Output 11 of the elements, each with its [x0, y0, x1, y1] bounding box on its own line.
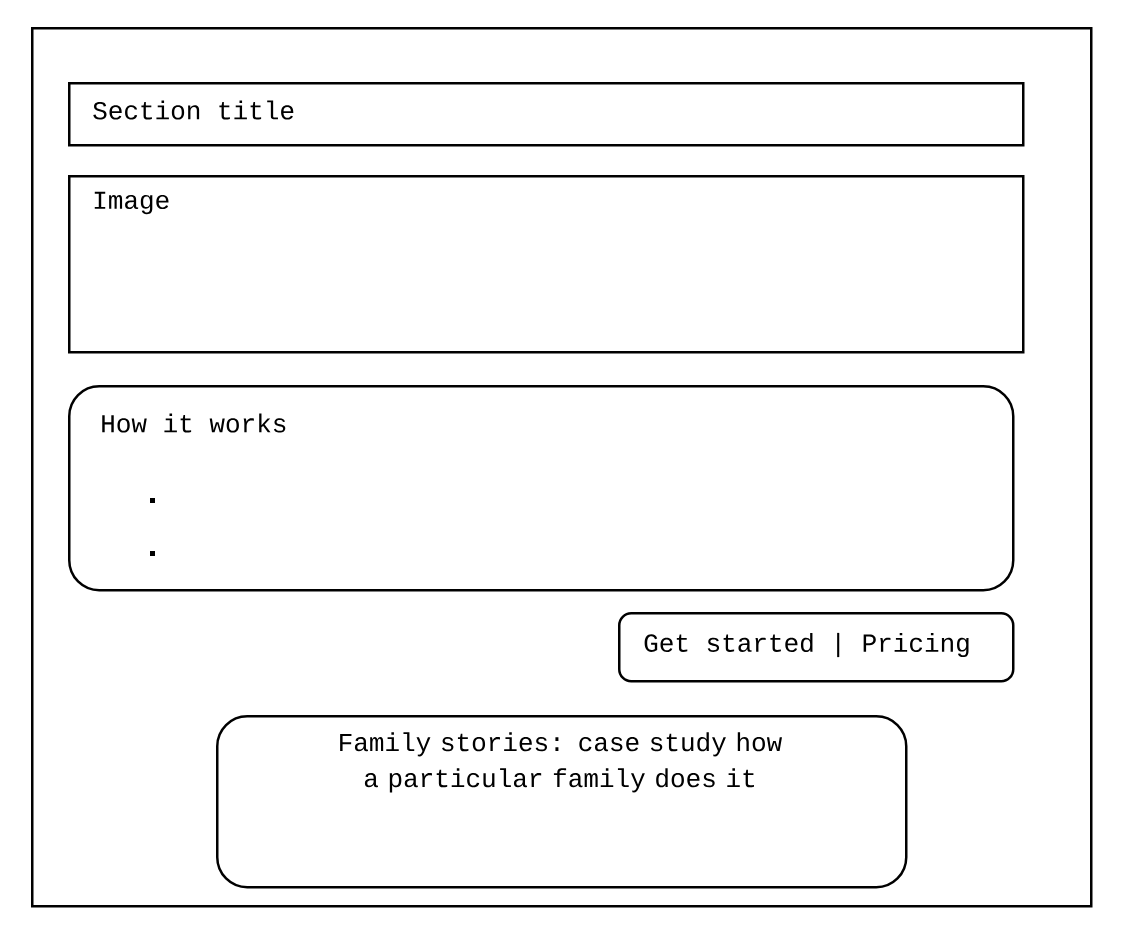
section-heading: Section title	[93, 100, 294, 120]
button-box	[618, 612, 1015, 683]
page-frame	[31, 27, 1093, 908]
section-heading: How it works	[102, 413, 286, 433]
image-placeholder-box	[68, 175, 1025, 354]
story-panel	[216, 715, 908, 889]
image-label: Image	[94, 191, 169, 215]
title-box	[68, 82, 1025, 147]
content-panel	[68, 385, 1015, 592]
story-text: Family stories: case study how a particular family does it	[340, 732, 782, 793]
link-text: Get started | Pricing	[644, 632, 969, 658]
